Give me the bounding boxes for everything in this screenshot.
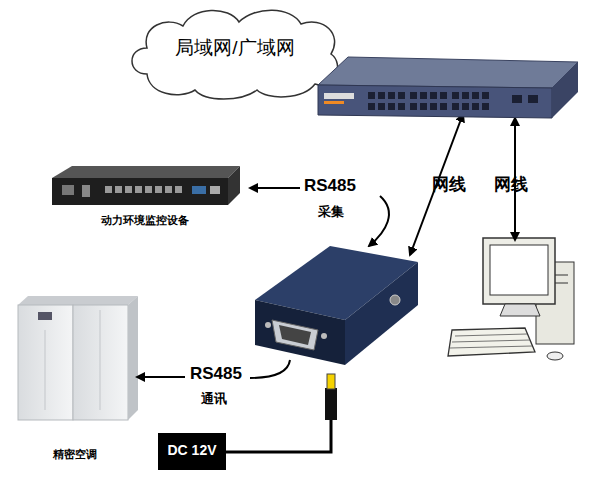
signal-label: 通讯 (201, 390, 227, 408)
cloud-node: 局域网/广域网 (125, 2, 345, 102)
node-text: 局域网/广域网 (125, 35, 345, 61)
device-node: 精密空调 (5, 290, 145, 470)
converter (255, 246, 418, 365)
signal-label: RS485 (190, 364, 242, 384)
cable-label: 网线 (432, 173, 466, 196)
air-conditioner (18, 296, 138, 420)
arrows (137, 114, 515, 378)
node-text: 精密空调 (5, 447, 145, 462)
device-node: 动力环境监控设备 (40, 160, 250, 232)
node-text: DC 12V (158, 442, 226, 458)
node-text: 动力环境监控设备 (40, 213, 250, 228)
signal-label: 采集 (318, 203, 344, 221)
power-box: DC 12V (158, 433, 226, 470)
computer (448, 238, 574, 360)
cable-label: 网线 (494, 173, 528, 196)
signal-label: RS485 (304, 176, 356, 196)
monitor-device (52, 166, 240, 205)
power-plug (226, 374, 337, 452)
